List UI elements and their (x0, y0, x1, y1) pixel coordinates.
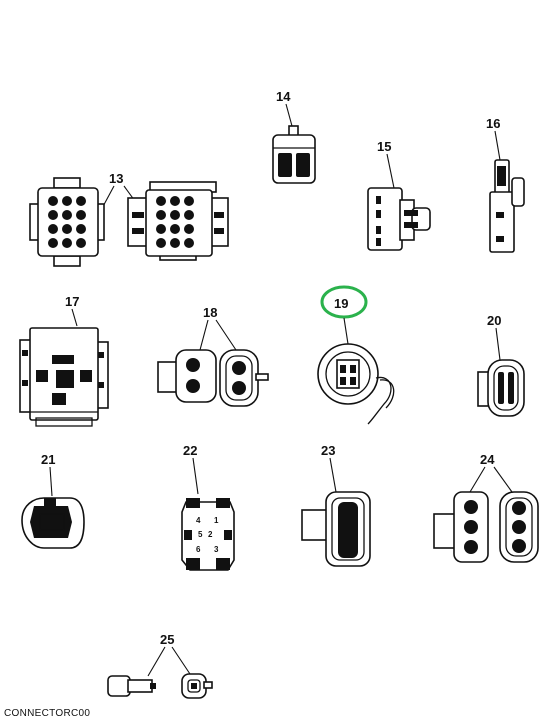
figure-code: CONNECTORC00 (4, 708, 90, 719)
callout-20: 20 (487, 313, 501, 328)
callout-15: 15 (377, 139, 391, 154)
pin-label-3: 3 (214, 545, 219, 554)
callout-13: 13 (109, 171, 123, 186)
connector-21: 21 (21, 452, 85, 549)
callout-24: 24 (480, 452, 495, 467)
callout-19: 19 (334, 296, 348, 311)
connector-13: 13 (29, 171, 229, 267)
pin-label-4: 4 (196, 516, 201, 525)
pin-label-5: 5 (198, 530, 203, 539)
connector-15: 15 (367, 139, 431, 251)
connector-23: 23 (301, 443, 371, 567)
connector-22: 22 4 1 5 2 6 3 (181, 443, 235, 571)
connector-14: 14 (272, 89, 316, 184)
callout-25: 25 (160, 632, 174, 647)
pin-label-6: 6 (196, 545, 201, 554)
connector-17: 17 (19, 294, 109, 427)
pin-label-1: 1 (214, 516, 219, 525)
callout-21: 21 (41, 452, 55, 467)
pin-label-2: 2 (208, 530, 213, 539)
connector-20: 20 (477, 313, 525, 417)
connector-16: 16 (486, 116, 525, 253)
callout-14: 14 (276, 89, 291, 104)
connector-24: 24 (433, 452, 539, 563)
connector-18: 18 (157, 305, 269, 407)
callout-18: 18 (203, 305, 217, 320)
callout-23: 23 (321, 443, 335, 458)
connector-19: 19 (317, 285, 395, 425)
callout-16: 16 (486, 116, 500, 131)
callout-22: 22 (183, 443, 197, 458)
connector-25: 25 (107, 632, 213, 699)
callout-17: 17 (65, 294, 79, 309)
highlight-ring-19 (320, 285, 368, 319)
